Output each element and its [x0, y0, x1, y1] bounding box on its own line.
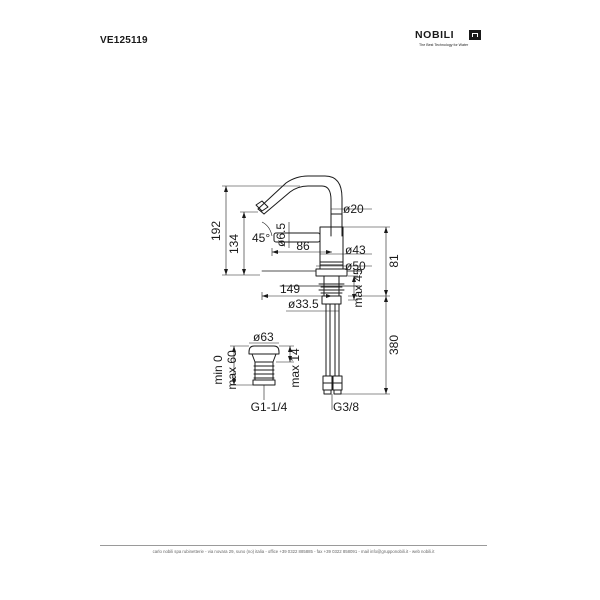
footer-divider	[100, 545, 487, 546]
supply-hose-right	[334, 303, 340, 377]
dim-d20: ø20	[343, 202, 364, 216]
dim-d33-5: ø33.5	[288, 297, 319, 311]
dim-149: 149	[280, 282, 300, 296]
footer-contact: carlo nobili spa rubinetterie - via nova…	[152, 549, 435, 554]
brand-logo: NOBILI The Best Technology for Water	[415, 29, 485, 51]
supply-hose-left	[325, 303, 331, 377]
spout-tip	[255, 200, 269, 215]
dim-d50: ø50	[345, 259, 366, 273]
dim-d6-5: ø6.5	[274, 223, 288, 247]
drain-cap	[248, 345, 280, 355]
dim-max-45: max 45	[351, 268, 365, 308]
dim-d63: ø63	[253, 330, 274, 344]
dim-d43: ø43	[345, 243, 366, 257]
dim-g3-8: G3/8	[333, 400, 359, 414]
dim-max-14: max 14	[288, 348, 302, 388]
brand-tagline: The Best Technology for Water	[419, 43, 469, 47]
dim-angle-45: 45°	[252, 231, 270, 245]
nobili-logo-mark-icon	[469, 30, 481, 40]
product-code: VE125119	[100, 35, 148, 46]
dim-86: 86	[296, 239, 310, 253]
dim-min-0: min 0	[211, 355, 225, 385]
dim-134: 134	[227, 234, 241, 254]
dim-max-60: max 60	[225, 350, 239, 390]
dim-81: 81	[387, 254, 401, 268]
brand-name: NOBILI	[415, 29, 455, 41]
lever-handle	[273, 232, 321, 243]
dim-192: 192	[209, 221, 223, 241]
dim-380: 380	[387, 335, 401, 355]
base-flange	[315, 268, 348, 277]
spout-inner-line	[263, 185, 332, 237]
dim-g1-1-4: G1-1/4	[251, 400, 288, 414]
drain-body	[251, 353, 277, 363]
spout-outer-line	[257, 175, 343, 237]
